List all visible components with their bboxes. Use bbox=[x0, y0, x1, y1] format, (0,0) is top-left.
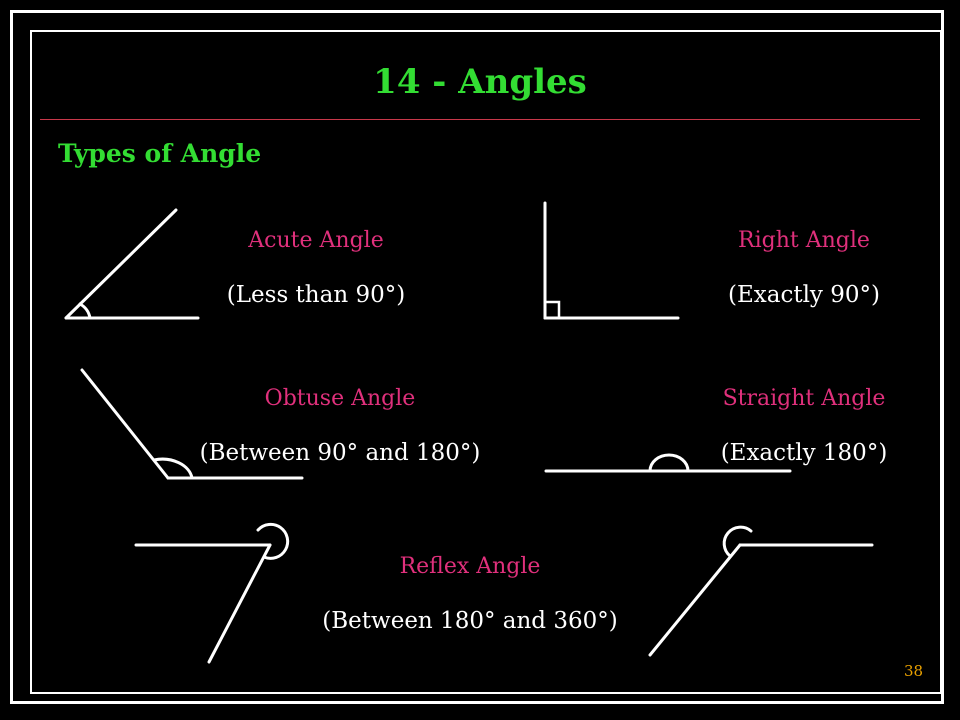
obtuse-angle-name: Obtuse Angle bbox=[264, 386, 416, 411]
title-divider bbox=[40, 119, 920, 120]
straight-angle-figure bbox=[544, 453, 792, 473]
reflex-right-slanted-ray bbox=[648, 543, 742, 657]
reflex-angle-figure-right bbox=[648, 525, 874, 657]
reflex-angle-name: Reflex Angle bbox=[399, 554, 541, 579]
right-angle-description: (Exactly 90°) bbox=[728, 282, 880, 308]
acute-angle-slanted-ray bbox=[64, 208, 178, 320]
obtuse-angle-arc bbox=[152, 457, 194, 480]
slide-outer-border bbox=[10, 10, 944, 704]
reflex-angle-figure-left bbox=[134, 522, 290, 664]
slide-inner-border bbox=[30, 30, 942, 694]
reflex-angle-description: (Between 180° and 360°) bbox=[322, 608, 618, 634]
straight-angle-description: (Exactly 180°) bbox=[720, 440, 888, 466]
obtuse-angle-description: (Between 90° and 180°) bbox=[199, 440, 481, 466]
straight-angle-arc bbox=[648, 453, 690, 473]
straight-angle-name: Straight Angle bbox=[722, 386, 886, 411]
reflex-right-arc bbox=[722, 525, 753, 558]
obtuse-angle-slanted-ray bbox=[80, 368, 170, 480]
acute-angle-description: (Less than 90°) bbox=[226, 282, 406, 308]
slide-title: 14 - Angles bbox=[373, 62, 587, 102]
acute-angle-figure bbox=[64, 208, 200, 320]
acute-angle-arc bbox=[78, 302, 92, 320]
reflex-left-arc bbox=[256, 522, 290, 560]
right-angle-square-marker bbox=[543, 300, 561, 320]
slide-subtitle: Types of Angle bbox=[58, 139, 262, 168]
right-angle-name: Right Angle bbox=[738, 228, 870, 253]
page-number: 38 bbox=[904, 662, 924, 680]
acute-angle-name: Acute Angle bbox=[248, 228, 384, 253]
obtuse-angle-figure bbox=[80, 368, 304, 480]
reflex-left-slanted-ray bbox=[207, 543, 272, 664]
right-angle-figure bbox=[543, 201, 680, 320]
